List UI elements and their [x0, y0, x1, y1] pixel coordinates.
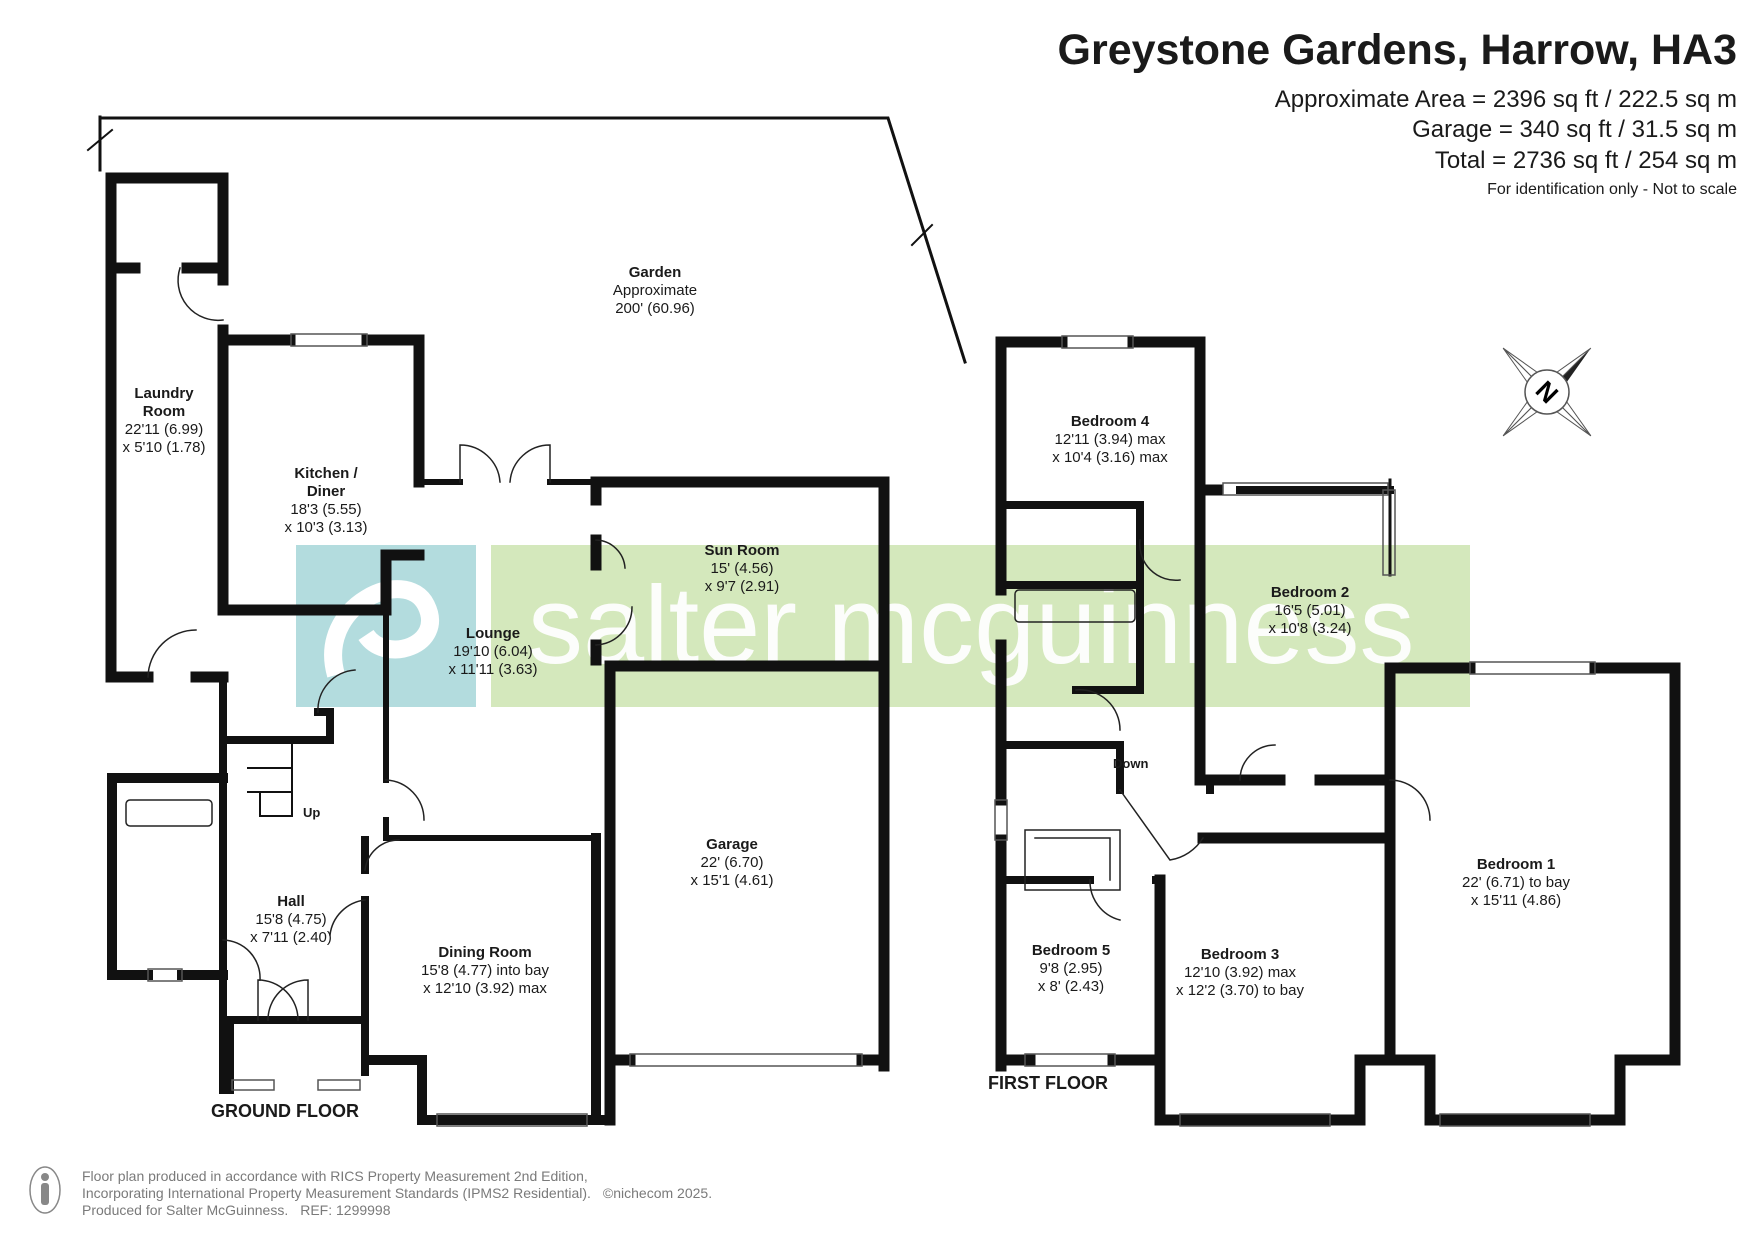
room-bedroom-5: Bedroom 5 9'8 (2.95) x 8' (2.43) — [1031, 942, 1111, 995]
room-garage: Garage 22' (6.70) x 15'1 (4.61) — [690, 836, 774, 889]
footer-line-2-text: Incorporating International Property Mea… — [82, 1185, 591, 1201]
property-title: Greystone Gardens, Harrow, HA3 — [1057, 26, 1737, 74]
stairs-down-label: Down — [1113, 756, 1149, 771]
room-lounge: Lounge 19'10 (6.04) x 11'11 (3.63) — [448, 625, 538, 678]
footer-line-1: Floor plan produced in accordance with R… — [82, 1168, 588, 1184]
approximate-area: Approximate Area = 2396 sq ft / 222.5 sq… — [1274, 86, 1737, 113]
first-floor-label: FIRST FLOOR — [988, 1073, 1108, 1093]
person-icon — [29, 1166, 61, 1214]
room-dining-room: Dining Room 15'8 (4.77) into bay x 12'10… — [421, 944, 549, 997]
disclaimer-note: For identification only - Not to scale — [1487, 181, 1737, 198]
room-kitchen-diner: Kitchen / Diner 18'3 (5.55) x 10'3 (3.13… — [284, 465, 368, 536]
footer-copyright: ©nichecom 2025. — [602, 1185, 713, 1201]
footer-text: Floor plan produced in accordance with R… — [82, 1168, 712, 1219]
compass-icon: N — [1502, 347, 1592, 437]
room-bedroom-3: Bedroom 3 12'10 (3.92) max x 12'2 (3.70)… — [1176, 946, 1304, 999]
garage-area: Garage = 340 sq ft / 31.5 sq m — [1412, 116, 1737, 143]
room-hall: Hall 15'8 (4.75) x 7'11 (2.40) — [250, 893, 332, 946]
footer-line-3: Produced for Salter McGuinness. REF: 1299… — [82, 1202, 712, 1219]
room-sun-room: Sun Room 15' (4.56) x 9'7 (2.91) — [704, 542, 780, 595]
footer-ref: REF: 1299998 — [300, 1202, 391, 1218]
room-laundry: Laundry Room 22'11 (6.99) x 5'10 (1.78) — [122, 385, 206, 456]
stairs-up-label: Up — [303, 805, 321, 820]
footer-line-2: Incorporating International Property Mea… — [82, 1185, 712, 1202]
total-area: Total = 2736 sq ft / 254 sq m — [1434, 147, 1737, 174]
room-bedroom-2: Bedroom 2 16'5 (5.01) x 10'8 (3.24) — [1268, 584, 1352, 637]
room-bedroom-1: Bedroom 1 22' (6.71) to bay x 15'11 (4.8… — [1462, 856, 1570, 909]
room-bedroom-4: Bedroom 4 12'11 (3.94) max x 10'4 (3.16)… — [1052, 413, 1168, 466]
footer-line-3-text: Produced for Salter McGuinness. — [82, 1202, 289, 1218]
room-garden: Garden Approximate 200' (60.96) — [612, 264, 698, 317]
ground-floor-label: GROUND FLOOR — [211, 1101, 359, 1121]
